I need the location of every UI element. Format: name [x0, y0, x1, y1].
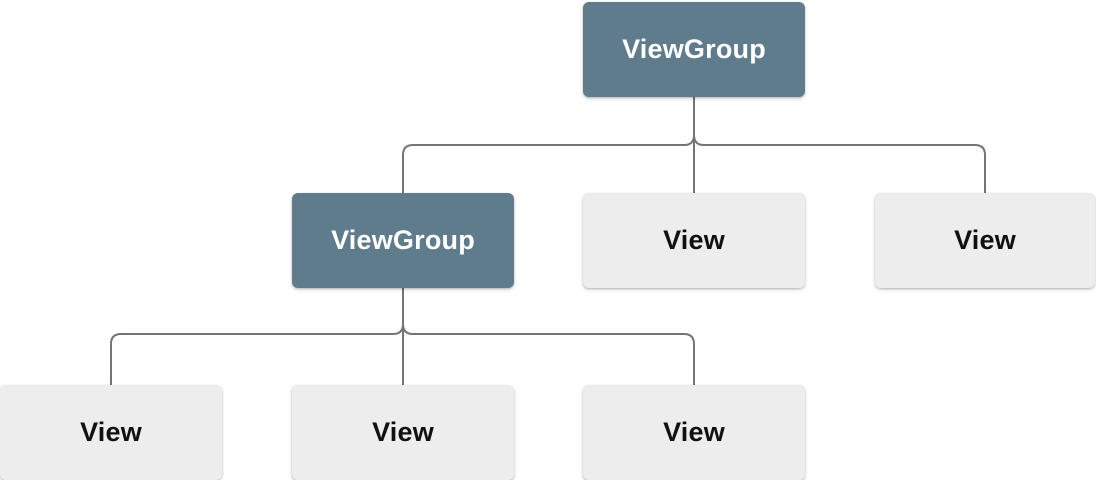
node-child-view-2: View: [875, 193, 1095, 288]
node-label: View: [372, 417, 434, 447]
node-label: View: [663, 417, 725, 447]
node-label: ViewGroup: [622, 34, 766, 64]
node-child-view-1: View: [583, 193, 805, 288]
node-label: View: [954, 225, 1016, 255]
edge-root-to-mid-left: [402, 97, 695, 193]
node-grandchild-view-3: View: [583, 385, 805, 480]
node-root-viewgroup: ViewGroup: [583, 2, 805, 97]
node-grandchild-view-1: View: [0, 385, 222, 480]
edge-midleft-to-bot-left: [110, 288, 404, 385]
node-child-viewgroup: ViewGroup: [292, 193, 514, 288]
edge-root-to-mid-right: [693, 97, 986, 193]
node-label: View: [80, 417, 142, 447]
node-grandchild-view-2: View: [292, 385, 514, 480]
node-label: View: [663, 225, 725, 255]
node-label: ViewGroup: [331, 225, 475, 255]
edge-midleft-to-bot-right: [402, 288, 695, 385]
